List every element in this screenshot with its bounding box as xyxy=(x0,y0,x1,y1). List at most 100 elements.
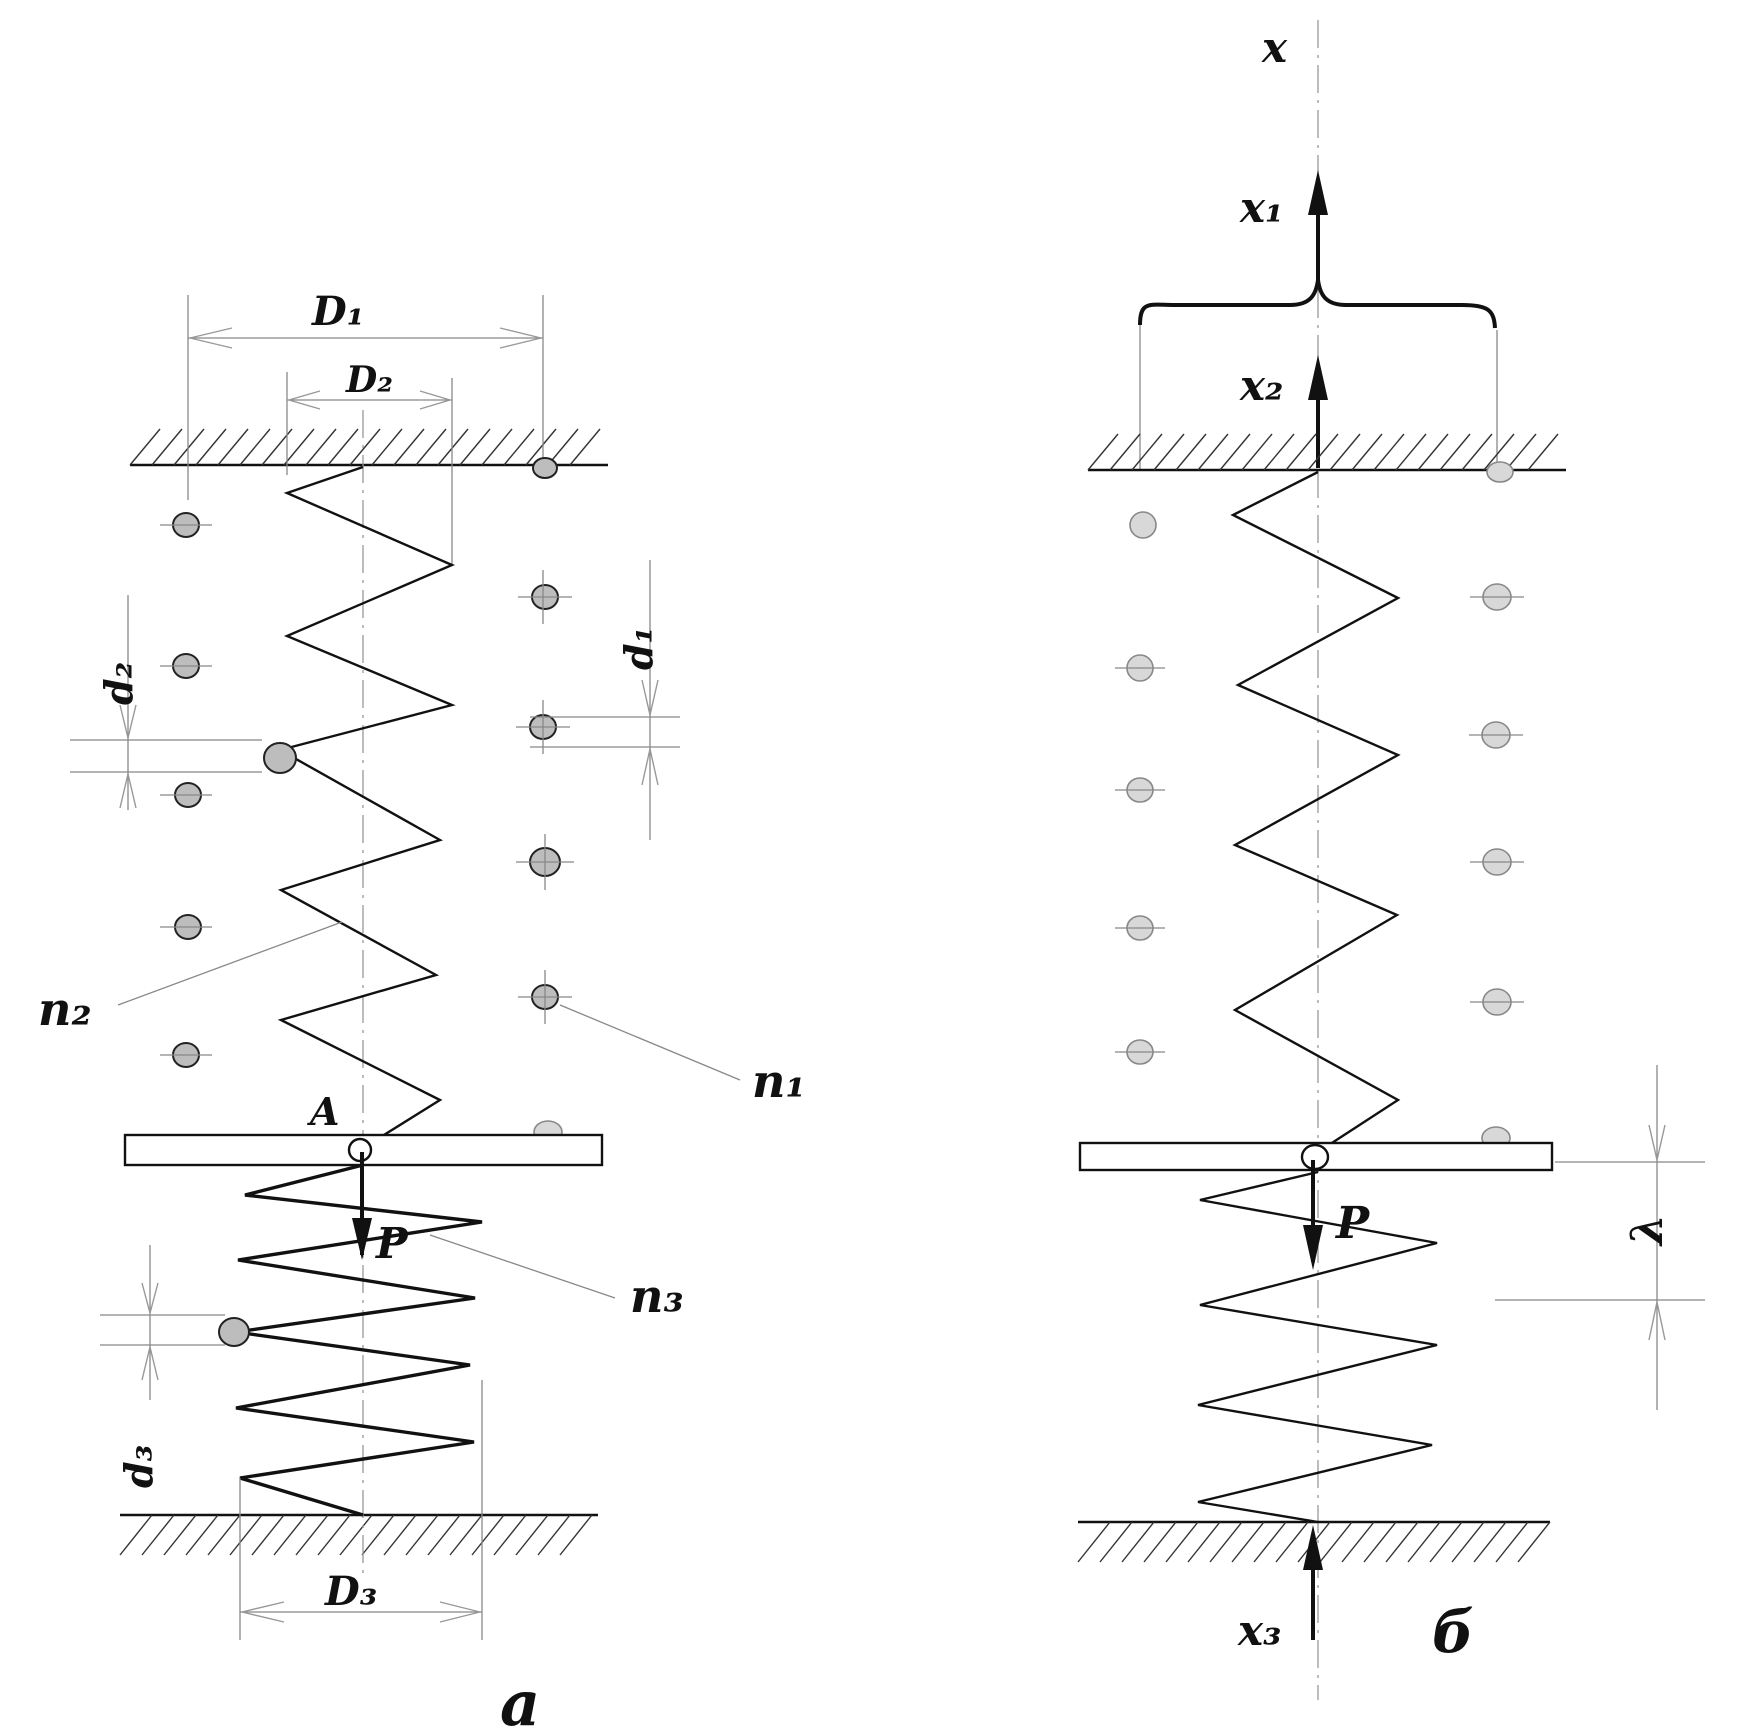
hatch-line xyxy=(1131,433,1163,471)
bottom-wall-a xyxy=(119,1513,598,1556)
hatch-line xyxy=(1439,433,1471,471)
hatch-line xyxy=(1165,1521,1199,1563)
label-P-a: P xyxy=(375,1219,409,1268)
hatch-line xyxy=(1417,433,1449,471)
hatch-line xyxy=(559,1514,593,1556)
outer-spring-n1-right xyxy=(529,457,563,1144)
label-d2: d₂ xyxy=(96,662,141,705)
wire-section-d2 xyxy=(263,742,297,774)
hatch-line xyxy=(383,1514,417,1556)
hatch-line xyxy=(195,428,227,466)
hatch-line xyxy=(481,428,513,466)
x3-arrowhead xyxy=(1303,1525,1323,1570)
dimension-d3: d₃ xyxy=(100,1245,225,1488)
label-D3: D₃ xyxy=(324,1568,377,1615)
hatch-line xyxy=(1373,433,1405,471)
hatch-line xyxy=(163,1514,197,1556)
hatch-line xyxy=(229,1514,263,1556)
label-A: A xyxy=(307,1089,339,1134)
inner-spring-b xyxy=(1230,470,1401,1154)
hatch-line xyxy=(1121,1521,1155,1563)
lower-spring-n3 xyxy=(235,1163,483,1517)
leader-n2 xyxy=(117,921,343,1006)
hatch-line xyxy=(207,1514,241,1556)
dimension-D3: D₃ xyxy=(239,1380,483,1640)
label-n3: n₃ xyxy=(630,1269,684,1323)
hatch-line xyxy=(569,428,601,466)
dimension-D1: D₁ xyxy=(187,288,544,500)
label-d1: d₁ xyxy=(616,627,661,670)
hatch-line xyxy=(449,1514,483,1556)
hatch-line xyxy=(151,428,183,466)
dimension-lambda: λ xyxy=(1495,1065,1705,1410)
label-lambda: λ xyxy=(1622,1214,1673,1247)
caption-a: a xyxy=(500,1667,540,1732)
lower-spring-b xyxy=(1197,1170,1438,1524)
hatch-line xyxy=(1395,433,1427,471)
hatch-line xyxy=(1241,433,1273,471)
hatch-line xyxy=(1209,1521,1243,1563)
label-D2: D₂ xyxy=(345,359,393,401)
hatch-line xyxy=(1263,433,1295,471)
hatch-line xyxy=(1483,433,1515,471)
hatch-line xyxy=(1429,1521,1463,1563)
hatch-line xyxy=(1099,1521,1133,1563)
label-x3: x₃ xyxy=(1237,1606,1281,1655)
label-n2: n₂ xyxy=(38,982,92,1036)
x2-arrowhead xyxy=(1308,355,1328,400)
outer-spring-n1-left xyxy=(160,512,574,1068)
top-wall-b xyxy=(1087,433,1566,472)
hatch-line xyxy=(493,1514,527,1556)
hatch-line xyxy=(185,1514,219,1556)
hatch-line xyxy=(393,428,425,466)
hatch-line xyxy=(1307,433,1339,471)
hatch-line xyxy=(525,428,557,466)
hatch-line xyxy=(1517,1521,1551,1563)
hatch-line xyxy=(415,428,447,466)
hatch-line xyxy=(251,1514,285,1556)
figure-a: D₁ D₂ xyxy=(38,288,806,1732)
outer-spring-b-right xyxy=(1469,461,1524,1150)
hatch-line xyxy=(547,428,579,466)
brace xyxy=(1138,279,1497,329)
hatch-line xyxy=(1231,1521,1265,1563)
bottom-wall-b xyxy=(1077,1520,1551,1563)
hatch-line xyxy=(1363,1521,1397,1563)
label-x: x xyxy=(1261,23,1288,72)
hatch-line xyxy=(459,428,491,466)
hatch-line xyxy=(1077,1521,1111,1563)
hatch-line xyxy=(317,1514,351,1556)
hatch-line xyxy=(471,1514,505,1556)
hatch-line xyxy=(239,428,271,466)
hatch-line xyxy=(361,1514,395,1556)
dimension-d1: d₁ xyxy=(530,560,680,840)
hatch-line xyxy=(1087,433,1119,471)
top-wall-a xyxy=(129,428,608,467)
hatch-line xyxy=(371,428,403,466)
hatch-line xyxy=(1319,1521,1353,1563)
hatch-line xyxy=(1527,433,1559,471)
outer-spring-b-left xyxy=(1115,511,1165,1065)
hatch-line xyxy=(1495,1521,1529,1563)
hatch-line xyxy=(283,428,315,466)
hatch-line xyxy=(1407,1521,1441,1563)
hatch-line xyxy=(327,428,359,466)
hatch-line xyxy=(295,1514,329,1556)
dimension-D2: D₂ xyxy=(286,359,453,565)
hatch-line xyxy=(1461,433,1493,471)
x1-arrowhead xyxy=(1308,170,1328,215)
hatch-line xyxy=(1505,433,1537,471)
hatch-line xyxy=(1143,1521,1177,1563)
leader-n1 xyxy=(559,1004,741,1081)
hatch-line xyxy=(405,1514,439,1556)
hatch-line xyxy=(1197,433,1229,471)
inner-spring-n2 xyxy=(276,465,456,1150)
caption-b: б xyxy=(1432,1598,1474,1666)
hatch-line xyxy=(1351,433,1383,471)
force-P-arrowhead-b xyxy=(1303,1225,1323,1270)
hatch-line xyxy=(1109,433,1141,471)
hatch-line xyxy=(349,428,381,466)
hatch-line xyxy=(1285,433,1317,471)
hatch-line xyxy=(217,428,249,466)
